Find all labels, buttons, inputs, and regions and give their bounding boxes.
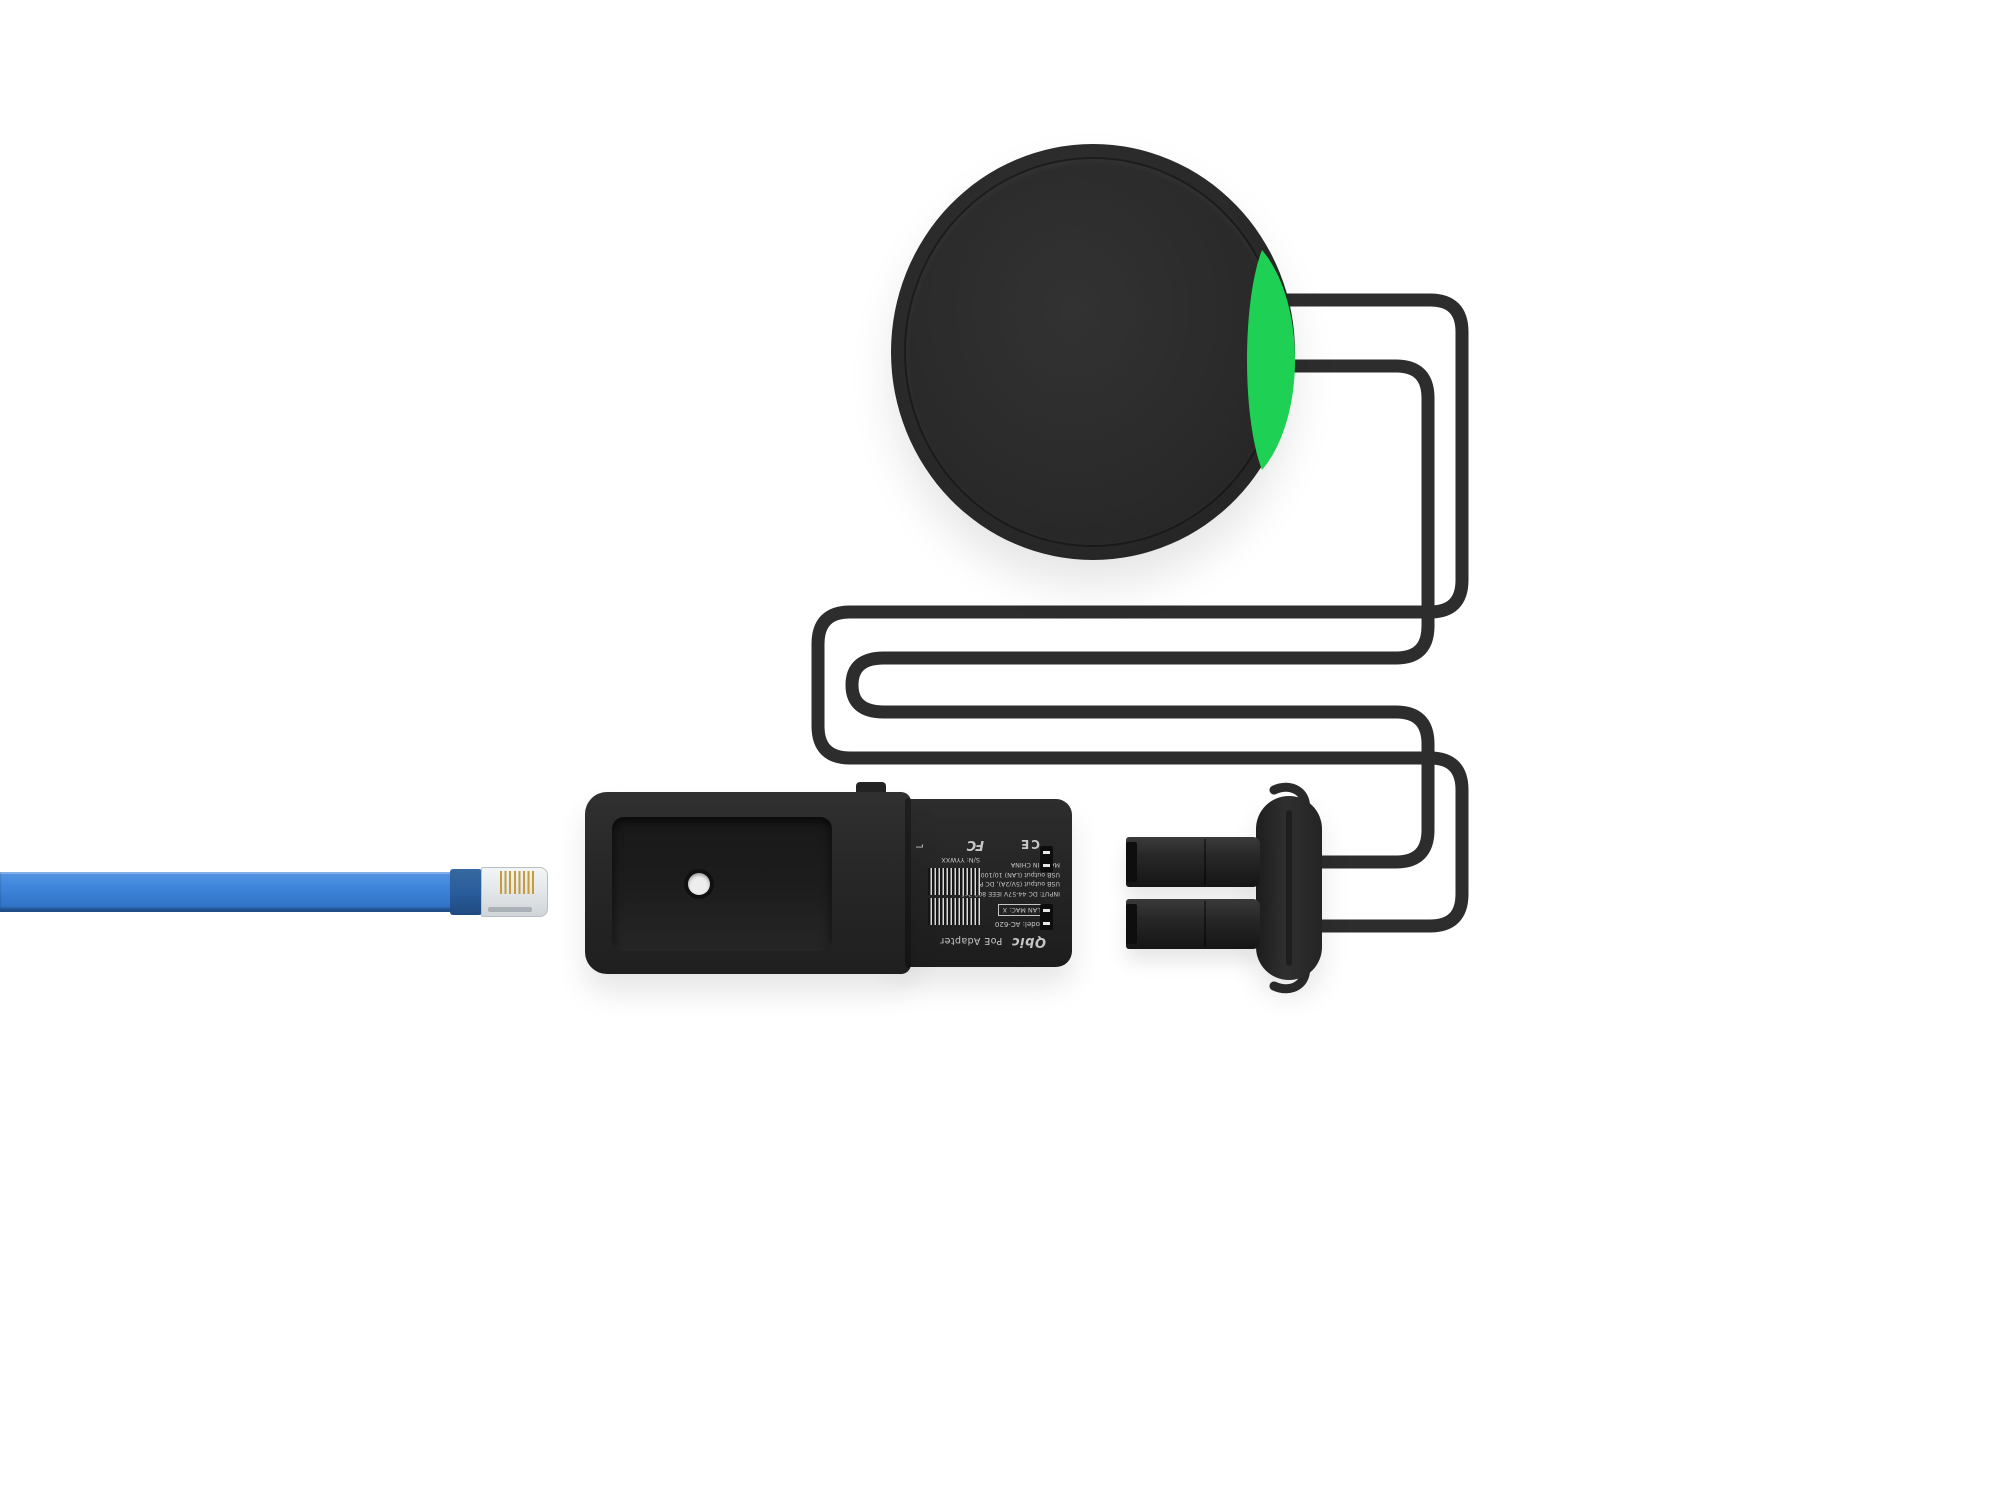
usb-port-contacts [1040,904,1053,930]
adapter-sleeve [585,792,911,974]
mounting-hole [688,873,710,895]
usb-port-contacts [1040,846,1053,872]
usb-plug-bottom [1126,899,1260,949]
rj45-latch [488,907,532,912]
usb-connector-plate [1256,796,1322,980]
usb-plug-top [1126,837,1260,887]
round-poe-device [891,144,1295,560]
poe-adapter-body: Qbic PoE Adapter Model: AC-620 LAN MAC: … [898,799,1072,967]
rj45-gold-pins [500,871,536,894]
adapter-recess-slot [612,817,832,951]
ethernet-cable [0,872,452,912]
rj45-connector [481,867,548,917]
ethernet-cable-boot [450,869,482,915]
power-cable-strand-outer [811,293,1469,933]
power-cable-strand-inner [845,359,1435,869]
